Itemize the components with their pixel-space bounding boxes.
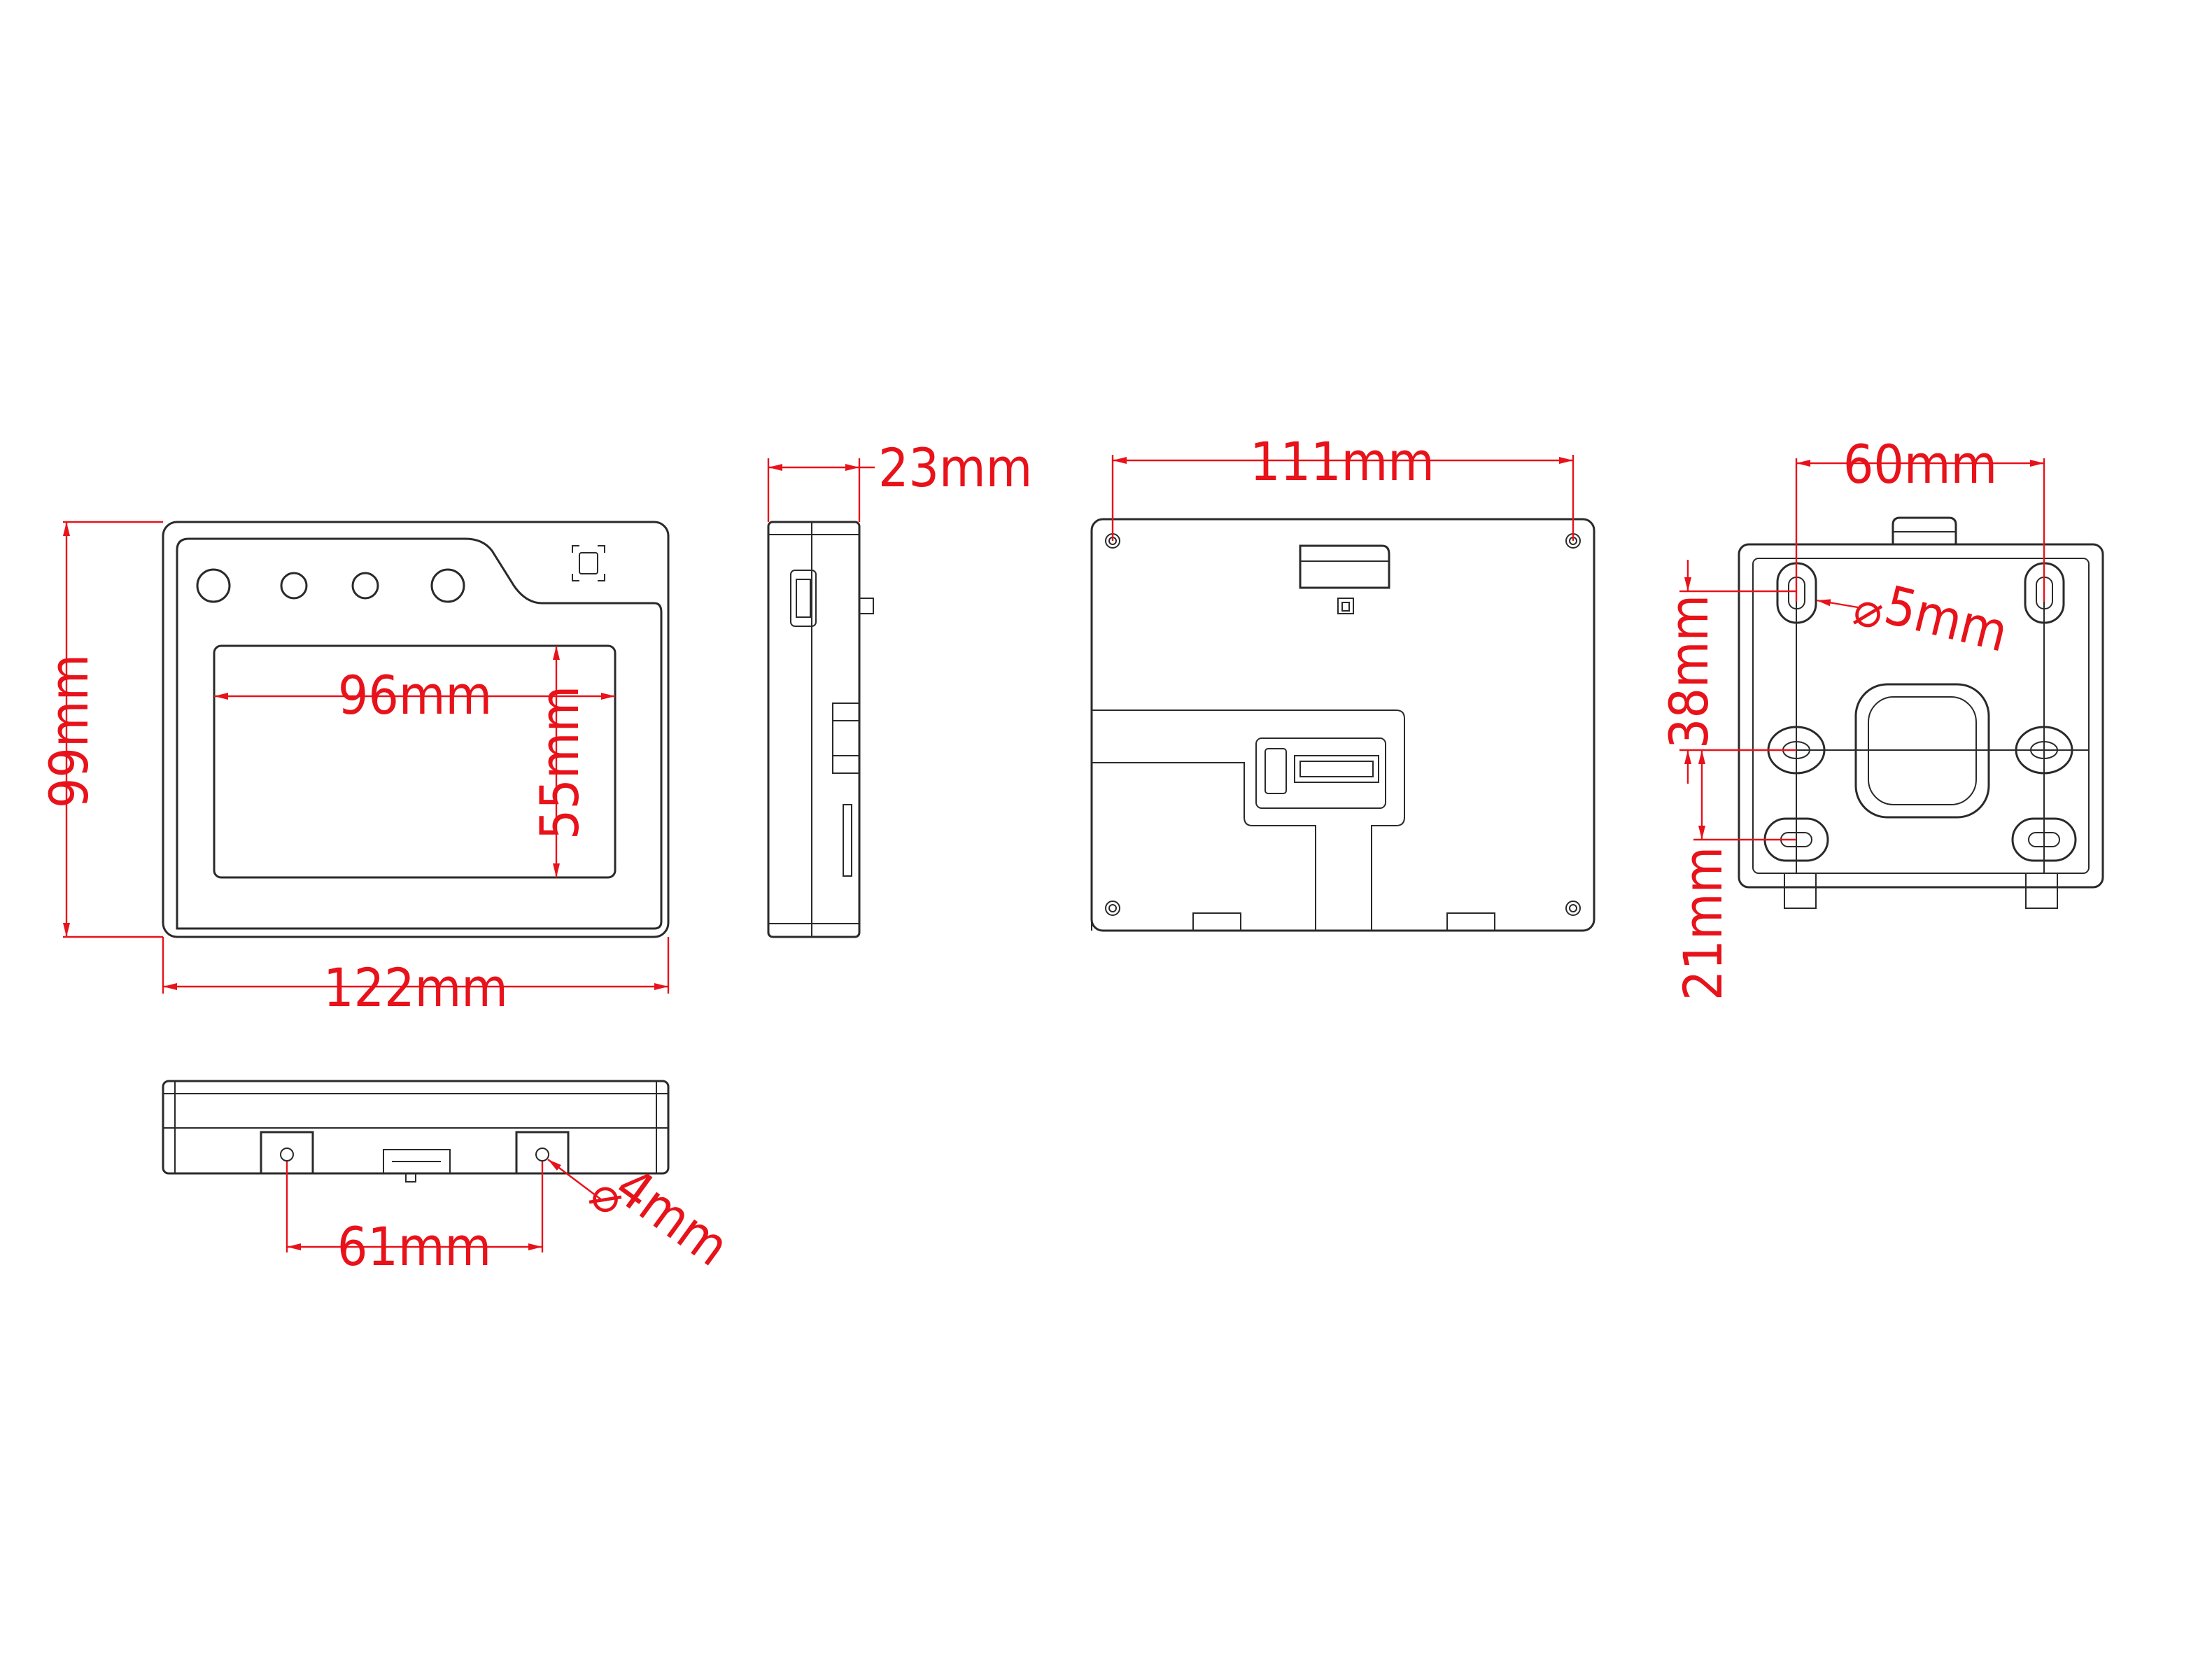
screw-hole-icon [535,1148,549,1162]
dim-back-width: 111mm [1111,430,1575,541]
mounting-slot-icon [2028,832,2060,847]
dim-depth-label: 23mm [878,437,1032,499]
screw-hole-icon [280,1148,294,1162]
usb-port-icon [790,570,817,627]
dim-bottom-spacing-label: 61mm [337,1215,491,1278]
dim-height-label: 99mm [38,654,100,808]
button-icon [280,572,308,600]
dim-width: 122mm [162,937,670,1019]
screw-hole-icon [1565,901,1581,916]
dim-bracket-hole: ⌀ 5mm [1816,574,2014,664]
dim-width-label: 122mm [323,957,508,1019]
bracket-view [1738,516,2104,909]
front-view [162,521,670,938]
dim-bracket-spacing-top-label: 38mm [1658,595,1720,749]
dim-height: 99mm [38,521,163,938]
dim-screen-width-label: 96mm [338,664,492,726]
dim-depth: 23mm [767,437,1032,522]
dim-screen-width: 96mm [214,664,615,726]
dim-bracket-spacing-top: 38mm [1658,560,1796,784]
button-icon [196,568,231,603]
dim-back-width-label: 111mm [1250,430,1435,493]
dim-bracket-spacing-bottom: 21mm [1672,750,1796,1001]
dim-bottom-spacing: 61mm [286,1162,544,1278]
side-view [767,521,874,938]
mounting-hole-icon [2030,741,2058,759]
dim-screen-height-label: 55mm [528,686,591,840]
button-icon [351,572,379,600]
back-view [1090,518,1595,932]
fingerprint-scan-icon [572,545,605,581]
dim-bracket-hole-label: 5mm [1879,574,2014,664]
dim-screen-height: 55mm [528,646,591,877]
dim-bracket-width: 60mm [1795,433,2045,602]
screen-window [213,644,617,879]
screw-hole-icon [1105,901,1120,916]
dim-bracket-spacing-bottom-label: 21mm [1672,847,1734,1001]
dim-bracket-width-label: 60mm [1843,433,1997,495]
button-icon [430,568,465,603]
bottom-view [162,1080,670,1183]
